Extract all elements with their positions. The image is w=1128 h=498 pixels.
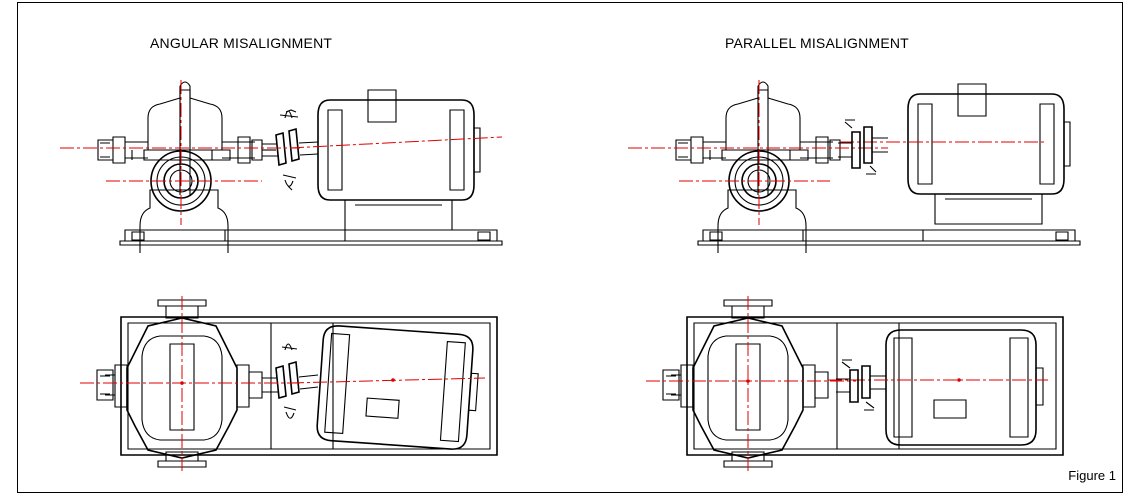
angular-top-view — [80, 296, 498, 472]
figure-frame — [17, 2, 1123, 493]
figure-caption: Figure 1 — [1068, 468, 1116, 483]
parallel-side-view — [628, 80, 1081, 254]
angular-misalignment-title: ANGULAR MISALIGNMENT — [150, 35, 333, 51]
angular-side-view — [60, 80, 503, 254]
parallel-misalignment-title: PARALLEL MISALIGNMENT — [725, 35, 909, 51]
parallel-coupling-side — [837, 119, 889, 175]
parallel-coupling-top — [836, 359, 886, 411]
parallel-top-view — [646, 296, 1064, 472]
